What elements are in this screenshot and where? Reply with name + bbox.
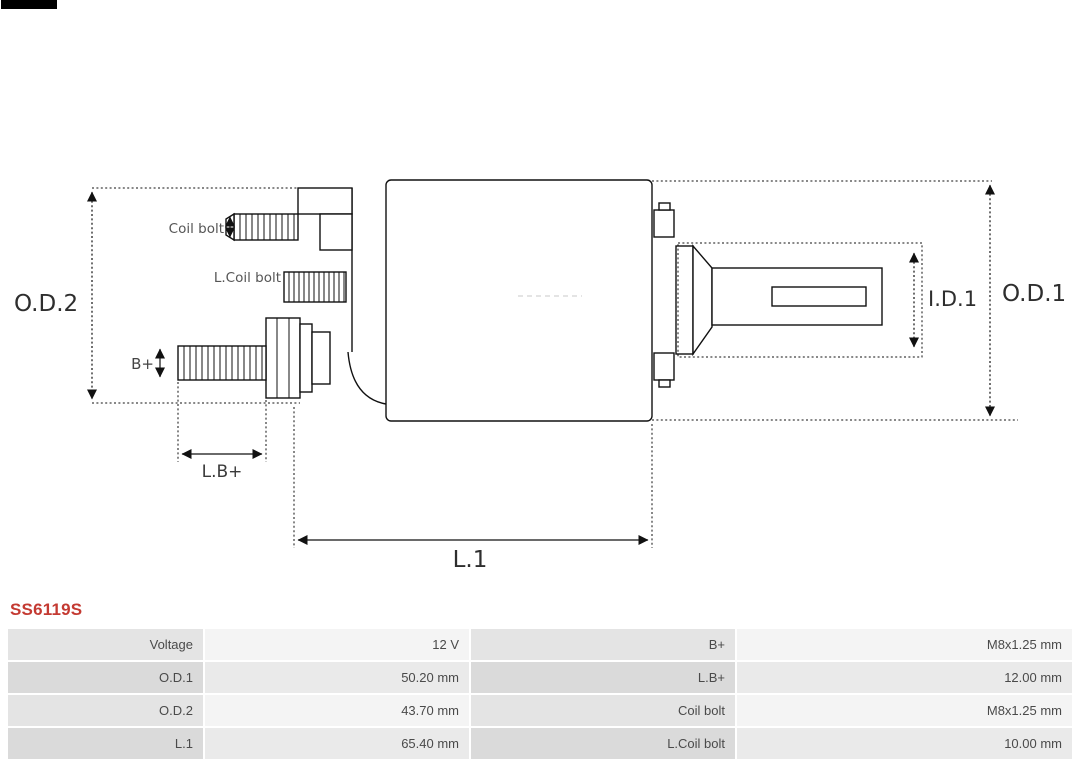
spec-value-cell: 12.00 mm <box>737 662 1072 693</box>
terminal-tab-bottom <box>653 352 675 381</box>
spec-value-cell: 65.40 mm <box>205 728 469 759</box>
flange-bottom-arc <box>347 351 387 405</box>
bplus-washer <box>299 323 313 393</box>
solenoid-technical-drawing: O.D.2 O.D.1 I.D.1 L.1 L.B+ Coil bolt L.C… <box>14 179 1066 573</box>
spec-label-cell: B+ <box>471 629 735 660</box>
dim-label-l1: L.1 <box>453 547 488 573</box>
spec-value-cell: M8x1.25 mm <box>737 629 1072 660</box>
plunger-slot <box>771 286 867 307</box>
flange-top-step <box>319 213 353 251</box>
bplus-nut <box>265 317 301 399</box>
spec-value-cell: 50.20 mm <box>205 662 469 693</box>
spec-label-cell: Coil bolt <box>471 695 735 726</box>
spec-value-cell: M8x1.25 mm <box>737 695 1072 726</box>
bplus-spacer <box>311 331 331 385</box>
spec-label-cell: L.B+ <box>471 662 735 693</box>
spec-label-cell: Voltage <box>8 629 203 660</box>
flange-top-bracket <box>297 187 353 215</box>
thread-hatching <box>183 214 345 398</box>
corner-mark <box>1 0 57 9</box>
solenoid-outline <box>177 179 883 422</box>
dim-label-id1: I.D.1 <box>928 287 977 311</box>
solenoid-body <box>385 179 653 422</box>
spec-value-cell: 10.00 mm <box>737 728 1072 759</box>
dimension-lines <box>86 184 996 546</box>
terminal-tab-top <box>653 209 675 238</box>
spec-label-cell: L.1 <box>8 728 203 759</box>
spec-label-cell: L.Coil bolt <box>471 728 735 759</box>
dim-label-lbplus: L.B+ <box>202 462 243 482</box>
terminal-tab-top-cap <box>658 202 671 211</box>
dim-label-l-coil-bolt: L.Coil bolt <box>214 270 281 286</box>
spec-value-cell: 43.70 mm <box>205 695 469 726</box>
dim-label-od1: O.D.1 <box>1002 281 1066 307</box>
table-row: L.1 65.40 mm L.Coil bolt 10.00 mm <box>8 728 1072 759</box>
bplus-thread <box>177 345 267 381</box>
extension-lines <box>92 180 1018 548</box>
l-coil-bolt-block <box>283 271 347 303</box>
plunger-flange <box>675 245 694 355</box>
id1-dotted-box <box>677 242 923 358</box>
table-row: O.D.1 50.20 mm L.B+ 12.00 mm <box>8 662 1072 693</box>
dim-label-coil-bolt: Coil bolt <box>169 221 224 237</box>
dim-label-od2: O.D.2 <box>14 291 78 317</box>
table-row: O.D.2 43.70 mm Coil bolt M8x1.25 mm <box>8 695 1072 726</box>
spec-table: Voltage 12 V B+ M8x1.25 mm O.D.1 50.20 m… <box>8 629 1072 759</box>
dim-label-bplus: B+ <box>131 355 154 373</box>
spec-label-cell: O.D.1 <box>8 662 203 693</box>
part-number: SS6119S <box>10 600 83 619</box>
terminal-tab-bottom-cap <box>658 379 671 388</box>
table-row: Voltage 12 V B+ M8x1.25 mm <box>8 629 1072 660</box>
spec-label-cell: O.D.2 <box>8 695 203 726</box>
spec-value-cell: 12 V <box>205 629 469 660</box>
plunger-cone <box>692 244 713 357</box>
